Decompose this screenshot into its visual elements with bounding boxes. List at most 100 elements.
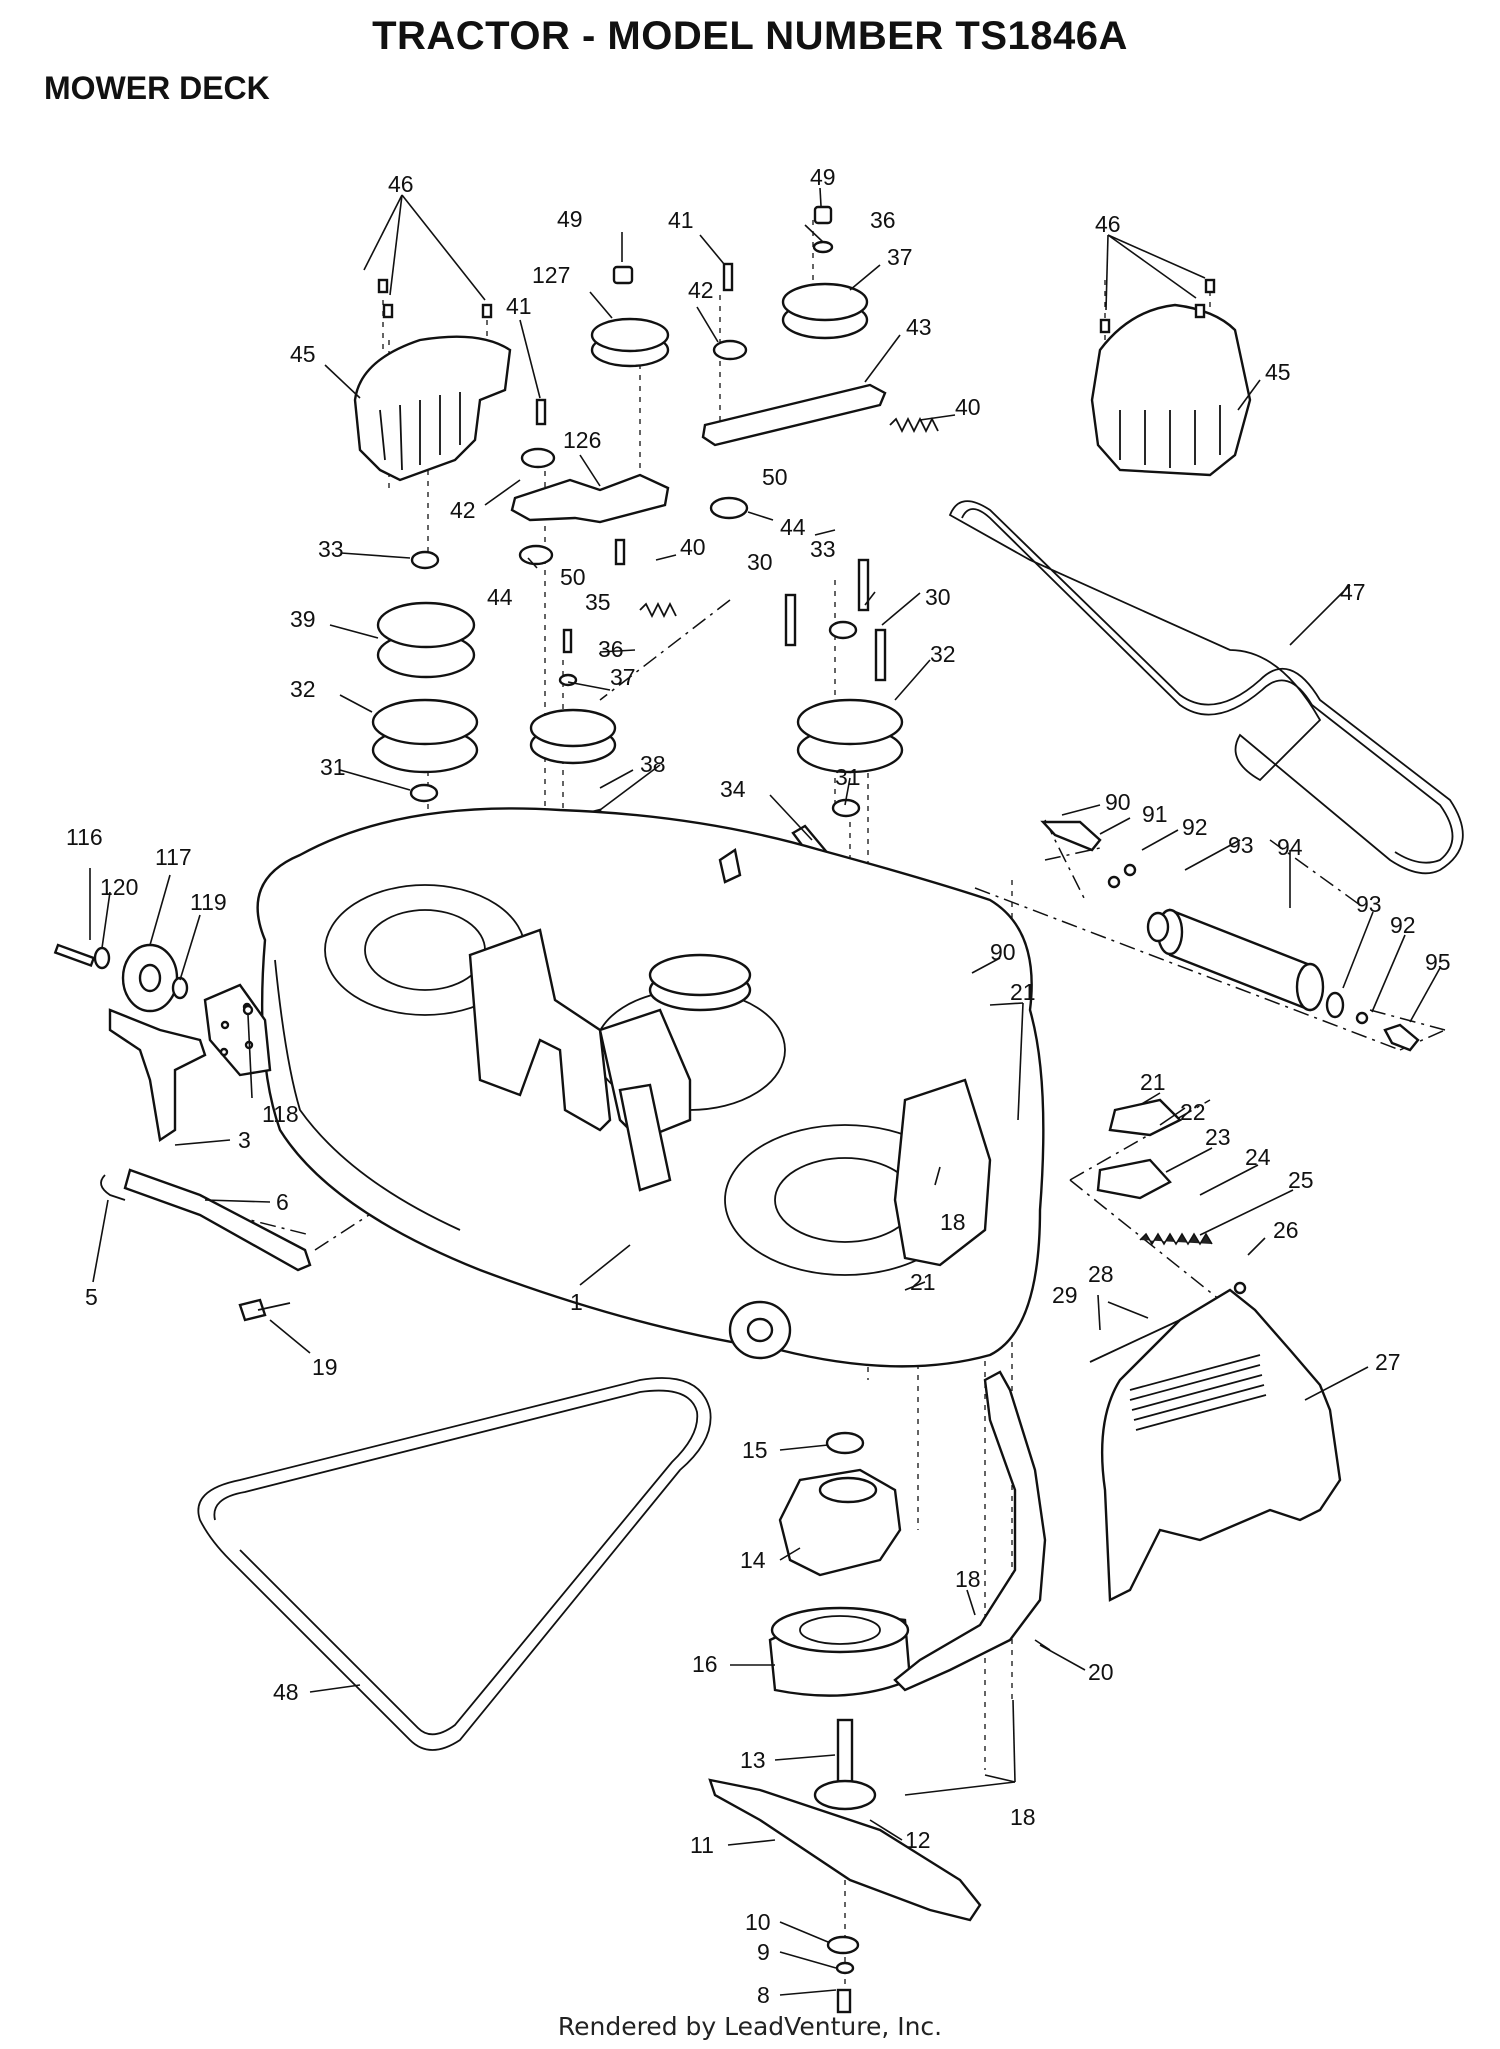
callout-43: 43	[906, 314, 932, 340]
callout-21: 21	[1010, 979, 1036, 1005]
callout-35: 35	[585, 589, 611, 615]
callout-21: 21	[1140, 1069, 1166, 1095]
callout-22: 22	[1180, 1099, 1206, 1125]
nuts-washers	[409, 205, 865, 1455]
callout-127: 127	[532, 262, 570, 288]
callout-36: 36	[598, 636, 624, 662]
belt-48	[197, 1377, 712, 1751]
section-title: MOWER DECK	[44, 70, 270, 106]
belt-cover-right	[1090, 303, 1252, 477]
callout-49: 49	[557, 206, 583, 232]
callout-48: 48	[273, 1679, 299, 1705]
callout-32: 32	[290, 676, 316, 702]
discharge-deflector	[1089, 1098, 1342, 1602]
callout-34: 34	[720, 776, 746, 802]
callout-1: 1	[570, 1289, 583, 1315]
callout-36: 36	[870, 207, 896, 233]
callout-28: 28	[1088, 1261, 1114, 1287]
callout-45: 45	[290, 341, 316, 367]
spindle-assembly	[708, 1468, 982, 2014]
callout-91: 91	[1142, 801, 1168, 827]
callout-37: 37	[887, 244, 913, 270]
springs	[639, 416, 939, 619]
callout-119: 119	[190, 889, 227, 915]
callout-90: 90	[990, 939, 1016, 965]
callout-20: 20	[1088, 1659, 1114, 1685]
callout-8: 8	[757, 1982, 770, 2008]
callout-29: 29	[1052, 1282, 1078, 1308]
callout-44: 44	[780, 514, 806, 540]
anti-scalp-roller	[1040, 820, 1420, 1052]
callout-50: 50	[560, 564, 586, 590]
callout-11: 11	[690, 1832, 714, 1858]
callout-45: 45	[1265, 359, 1291, 385]
callout-95: 95	[1425, 949, 1451, 975]
callout-92: 92	[1182, 814, 1208, 840]
callout-16: 16	[692, 1651, 718, 1677]
callout-10: 10	[745, 1909, 771, 1935]
callout-33: 33	[810, 536, 836, 562]
callout-25: 25	[1288, 1167, 1314, 1193]
callout-126: 126	[563, 427, 601, 453]
callout-42: 42	[688, 277, 714, 303]
leader-lines	[89, 187, 1441, 1996]
callout-12: 12	[905, 1827, 931, 1853]
callout-40: 40	[680, 534, 706, 560]
footer-credit: Rendered by LeadVenture, Inc.	[557, 2012, 943, 2041]
callout-42: 42	[450, 497, 476, 523]
callout-21: 21	[910, 1269, 936, 1295]
callout-118: 118	[262, 1101, 299, 1127]
callout-41: 41	[668, 207, 694, 233]
pulleys	[371, 282, 904, 774]
callout-18: 18	[1010, 1804, 1036, 1830]
callout-31: 31	[320, 754, 346, 780]
callout-32: 32	[930, 641, 956, 667]
callout-15: 15	[742, 1437, 768, 1463]
callout-13: 13	[740, 1747, 766, 1773]
callout-18: 18	[940, 1209, 966, 1235]
callout-37: 37	[610, 664, 636, 690]
callout-19: 19	[312, 1354, 338, 1380]
callout-90: 90	[1105, 789, 1131, 815]
callout-14: 14	[740, 1547, 766, 1573]
callout-30: 30	[925, 584, 951, 610]
belt-cover-left	[353, 335, 512, 482]
deck-hanger-brackets	[100, 1008, 312, 1322]
callout-93: 93	[1228, 832, 1254, 858]
callout-41: 41	[506, 293, 532, 319]
mower-deck-housing	[203, 807, 1045, 1368]
callout-120: 120	[100, 874, 138, 900]
callout-5: 5	[85, 1284, 98, 1310]
callout-93: 93	[1356, 891, 1382, 917]
callout-92: 92	[1390, 912, 1416, 938]
callout-94: 94	[1277, 834, 1303, 860]
callout-18: 18	[955, 1566, 981, 1592]
callout-39: 39	[290, 606, 316, 632]
callout-44: 44	[487, 584, 513, 610]
callout-6: 6	[276, 1189, 289, 1215]
callout-116: 116	[66, 824, 103, 850]
callout-33: 33	[318, 536, 344, 562]
callout-49: 49	[810, 164, 836, 190]
belt-48-inner	[213, 1389, 699, 1736]
callout-26: 26	[1273, 1217, 1299, 1243]
callout-46: 46	[1095, 211, 1121, 237]
mounting-arm	[893, 1370, 1047, 1692]
callout-9: 9	[757, 1939, 770, 1965]
callout-3: 3	[238, 1127, 251, 1153]
callout-50: 50	[762, 464, 788, 490]
callout-38: 38	[640, 751, 666, 777]
callout-47: 47	[1340, 579, 1366, 605]
belt-47	[948, 500, 1464, 875]
callout-30: 30	[747, 549, 773, 575]
callout-23: 23	[1205, 1124, 1231, 1150]
screws	[377, 262, 1216, 682]
belt-47-inner	[961, 508, 1454, 864]
callout-27: 27	[1375, 1349, 1401, 1375]
callout-40: 40	[955, 394, 981, 420]
callout-31: 31	[835, 764, 861, 790]
page-title: TRACTOR - MODEL NUMBER TS1846A	[372, 14, 1128, 58]
callout-46: 46	[388, 171, 414, 197]
callout-labels: 46 46 49 49 41 41 36 36 37 37 127 42 42 …	[66, 164, 1451, 2008]
